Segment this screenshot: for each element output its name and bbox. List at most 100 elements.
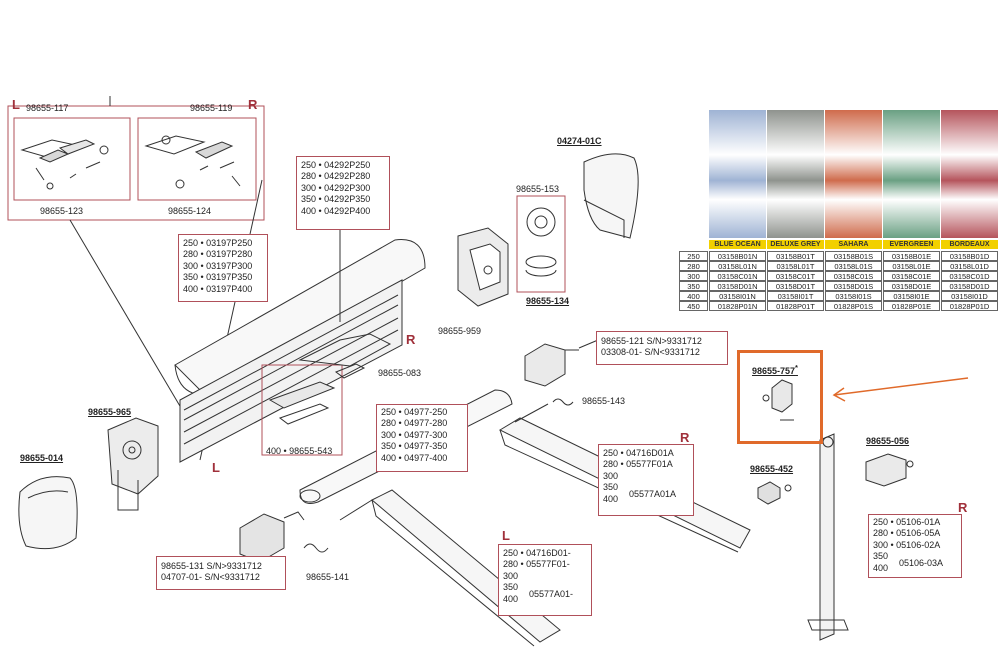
fabric-code-cell: 03158D01T: [767, 281, 824, 291]
part-number-98655-141: 98655-141: [306, 572, 350, 582]
arm-right-shared-code: 05577A01A: [629, 489, 677, 499]
fabric-swatch: [883, 110, 940, 238]
arm-left-row: 280 • 05577F01-: [503, 559, 570, 570]
fabric-code-cell: 03158C01D: [941, 271, 998, 281]
end-cap-left-drawing: [20, 139, 109, 190]
fabric-swatch: [709, 110, 766, 238]
case-row: 300 • 03197P300: [183, 260, 253, 271]
fabric-swatch: [941, 110, 998, 238]
fabric-code-cell: 03158L01D: [941, 261, 998, 271]
arm-left-row: 250 • 04716D01-: [503, 548, 571, 558]
fabric-code-cell: 03158I01D: [941, 291, 998, 301]
lead-rail-row: 250 • 04292P250: [301, 160, 371, 170]
roller-row: 250 • 04977-250: [381, 407, 448, 417]
fabric-code-cell: 03158B01T: [767, 251, 824, 261]
lead-rail-row: 400 • 04292P400: [301, 205, 371, 216]
lead-rail-row: 280 • 04292P280: [301, 171, 371, 182]
case-row: 250 • 03197P250: [183, 238, 253, 248]
side-right-marker: R: [248, 97, 258, 112]
part-number-98655-123: 98655-123: [40, 206, 84, 216]
part-number-98655-124: 98655-124: [168, 206, 212, 216]
motor-right-box: 98655-121 S/N>9331712 03308-01- S/N<9331…: [596, 331, 728, 365]
part-number-98655-083: 98655-083: [378, 368, 422, 378]
end-cap-right-drawing: [144, 135, 241, 189]
arm-right-row: 250 • 04716D01A: [603, 448, 674, 458]
part-number-98655-543: 400 • 98655-543: [266, 446, 333, 456]
roller-row: 350 • 04977-350: [381, 441, 448, 452]
part-number-98655-757: 98655-757*: [752, 363, 798, 376]
part-number-98655-119: 98655-119: [190, 103, 233, 113]
fabric-code-cell: 03158B01D: [941, 251, 998, 261]
bracket-959-drawing: [457, 227, 509, 307]
fabric-code-cell: 03158L01S: [825, 261, 882, 271]
part-number-98655-965: 98655-965: [88, 407, 132, 417]
end-cover-drawing: [583, 153, 639, 239]
case-size-box: 250 • 03197P250 280 • 03197P280 300 • 03…: [178, 234, 268, 302]
motor-right-row: 03308-01- S/N<9331712: [601, 347, 700, 358]
part-number-98655-056: 98655-056: [866, 436, 910, 446]
lead-rail-profile-drawing: [268, 333, 392, 425]
fabric-swatch: [825, 110, 882, 238]
part-number-98655-134: 98655-134: [526, 296, 570, 306]
arm-right-row: 280 • 05577F01A: [603, 459, 673, 470]
leg-row: 350: [873, 551, 889, 562]
case-side-left: L: [212, 460, 220, 475]
leg-row: 400: [873, 562, 889, 573]
spool-drawing: [516, 195, 566, 293]
left-arm-size-box: 250 • 04716D01- 280 • 05577F01- 300 350 …: [498, 544, 592, 616]
arm-right-row: 300: [603, 470, 619, 481]
fabric-code-cell: 03158L01N: [709, 261, 766, 271]
part-number-98655-153: 98655-153: [516, 184, 560, 194]
fabric-code-cell: 03158I01N: [709, 291, 766, 301]
awning-case-drawing: [174, 239, 426, 463]
arm-side-left: L: [502, 528, 510, 543]
size-cell: 400: [679, 291, 708, 301]
leg-shared-code: 05106-03A: [899, 558, 944, 568]
fabric-code-cell: 03158C01E: [883, 271, 940, 281]
side-left-marker: L: [12, 97, 20, 112]
fabric-code-cell: 03158D01N: [709, 281, 766, 291]
motor-left-row: 98655-131 S/N>9331712: [161, 561, 262, 571]
roller-row: 400 • 04977-400: [381, 452, 448, 463]
fabric-code-cell: 01828P01D: [941, 301, 998, 311]
color-header: EVERGREEN: [883, 240, 940, 249]
color-header: BORDEAUX: [941, 240, 998, 249]
lead-rail-size-box: 250 • 04292P250 280 • 04292P280 300 • 04…: [296, 156, 390, 230]
bracket-056-drawing: [865, 453, 914, 487]
highlighted-part-frame: [737, 350, 823, 444]
fabric-code-cell: 03158L01E: [883, 261, 940, 271]
motor-right-drawing: [524, 339, 599, 387]
case-row: 400 • 03197P400: [183, 283, 253, 294]
roller-row: 300 • 04977-300: [381, 429, 448, 440]
case-row: 350 • 03197P350: [183, 272, 253, 283]
part-number-98655-117: 98655-117: [26, 103, 69, 113]
fabric-code-cell: 01828P01N: [709, 301, 766, 311]
case-row: 280 • 03197P280: [183, 249, 253, 260]
spring-141-drawing: [303, 543, 329, 553]
motor-left-drawing: [239, 511, 305, 563]
fabric-code-cell: 03158D01S: [825, 281, 882, 291]
arm-left-row: 400: [503, 593, 519, 604]
leg-size-box: 250 • 05106-01A 280 • 05106-05A 300 • 05…: [868, 514, 962, 578]
arm-left-row: 350: [503, 582, 519, 593]
leg-row: 300 • 05106-02A: [873, 539, 941, 550]
fabric-code-cell: 03158C01S: [825, 271, 882, 281]
color-header: BLUE OCEAN: [709, 240, 766, 249]
arm-left-shared-code: 05577A01-: [529, 589, 574, 599]
fabric-code-cell: 03158I01S: [825, 291, 882, 301]
size-cell: 450: [679, 301, 708, 311]
motor-left-box: 98655-131 S/N>9331712 04707-01- S/N<9331…: [156, 556, 286, 590]
part-number-98655-143: 98655-143: [582, 396, 626, 406]
size-cell: 350: [679, 281, 708, 291]
cover-014-drawing: [18, 476, 78, 550]
fabric-code-cell: 03158B01S: [825, 251, 882, 261]
part-number-04274-01C: 04274-01C: [557, 136, 602, 146]
roller-row: 280 • 04977-280: [381, 418, 448, 429]
leg-side-right: R: [958, 500, 968, 515]
part-number-98655-014: 98655-014: [20, 453, 64, 463]
color-header: DELUXE GREY: [767, 240, 824, 249]
arm-side-right: R: [680, 430, 690, 445]
part-number-98655-959: 98655-959: [438, 326, 482, 336]
fabric-code-cell: 03158I01T: [767, 291, 824, 301]
